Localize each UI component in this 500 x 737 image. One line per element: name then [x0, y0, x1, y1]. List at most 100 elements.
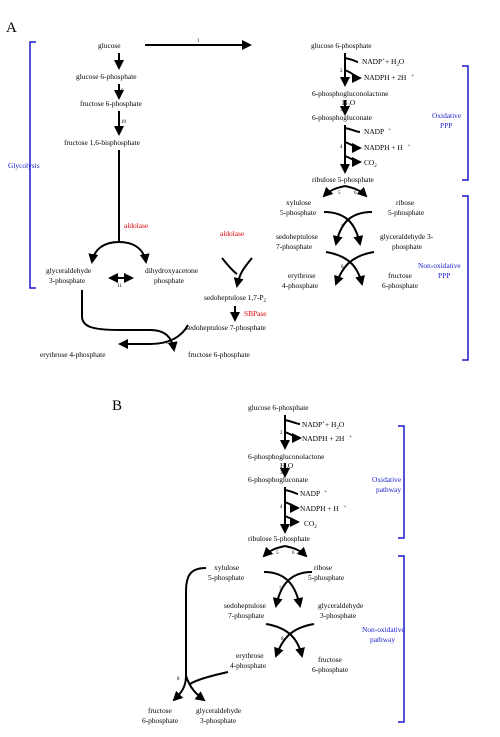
- a-line-aldolase-left: [221, 257, 238, 275]
- b-curve-5: [284, 515, 300, 527]
- b-curve-4: [284, 501, 300, 513]
- a-ppp-step-5: 5: [338, 191, 341, 196]
- a-ppp-s7p: sedoheptulose 7-phosphate: [276, 232, 320, 251]
- b-nadp2: NADP+: [300, 489, 327, 498]
- b-oxidative-bracket: [398, 425, 405, 539]
- b-arrow-to-gap-out: [185, 675, 206, 702]
- a-sbp: sedoheptulose 1,7-P2: [204, 293, 267, 304]
- a-ppp-f6p: fructose 6-phosphate: [382, 271, 419, 290]
- b-step-5: 5: [276, 551, 279, 556]
- a-step-10: 10: [121, 120, 127, 125]
- b-step-8: 8: [281, 637, 284, 642]
- b-gap-out: glyceraldehyde 3-phosphate: [196, 706, 243, 725]
- a-ppp-arrow-ru5p-xu5p: [322, 185, 346, 198]
- a-glucose: glucose: [98, 41, 121, 50]
- a-ppp-arrow-ru5p-r5p: [344, 185, 368, 198]
- a-ppp-r5p: ribose 5-phosphate: [388, 198, 425, 217]
- b-step-2: 2: [280, 431, 283, 436]
- a-nonoxidative-bracket: [462, 195, 469, 361]
- a-ppp-g6p: glucose 6-phosphate: [311, 41, 372, 50]
- a-ppp-curve-5: [344, 155, 362, 167]
- glycolysis-label: Glycolysis: [8, 161, 40, 170]
- b-curve-3: [284, 489, 299, 495]
- a-ppp-nadp1: NADP++ H2O: [362, 57, 405, 68]
- b-curve-1: [284, 419, 301, 425]
- b-pgl: 6-phosphogluconolactone: [248, 452, 325, 461]
- a-ppp-nadp2: NADP+: [364, 127, 391, 136]
- a-ppp-curve-2: [344, 69, 362, 83]
- a-f6p: fructose 6-phosphate: [80, 99, 142, 108]
- b-line-xu5p-left: [172, 567, 207, 702]
- b-xu5p: xylulose 5-phosphate: [208, 563, 245, 582]
- a-step-8-bottom: 8: [166, 341, 169, 346]
- a-ppp-nadph1: NADPH + 2H+: [364, 73, 414, 82]
- a-oxidative-label: Oxidative PPP: [432, 111, 463, 130]
- b-step-6: 6: [292, 551, 295, 556]
- a-ppp-co2: CO2: [364, 158, 377, 169]
- a-step-9: 9: [121, 89, 124, 94]
- b-tk1-b: [272, 571, 313, 608]
- a-ppp-pg: 6-phosphogluconate: [312, 113, 373, 122]
- a-arrow-to-dhap: [118, 241, 150, 264]
- b-r5p: ribose 5-phosphate: [308, 563, 345, 582]
- a-dhap: dihydroxyacetone phosphate: [145, 266, 200, 285]
- a-ppp-ta-a: [325, 251, 365, 286]
- b-nadph2: NADPH + H+: [300, 504, 347, 513]
- a-arrow-tk-left: [118, 324, 189, 349]
- a-g6p: glucose 6-phosphate: [76, 72, 137, 81]
- b-gap: glyceraldehyde 3-phosphate: [318, 601, 365, 620]
- b-tk1-a: [263, 571, 304, 608]
- b-step-7: 7: [279, 587, 282, 592]
- a-aldolase-2: aldolase: [220, 229, 245, 238]
- b-nadp1: NADP++ H2O: [302, 420, 345, 431]
- b-step-4: 4: [280, 505, 283, 510]
- b-nonoxidative-label: Non-oxidative pathway: [362, 625, 407, 644]
- b-ta-a: [265, 623, 305, 658]
- b-co2: CO2: [304, 519, 317, 530]
- b-nadph1: NADPH + 2H+: [302, 434, 352, 443]
- a-ppp-step-2: 2: [340, 69, 343, 74]
- a-s7p: sedoheptulose 7-phosphate: [186, 323, 267, 332]
- panel-label-b: B: [112, 398, 122, 414]
- b-line-e4p-to-tk2: [189, 671, 229, 685]
- a-ppp-ta-b: [334, 251, 375, 286]
- b-ru5p: ribulose 5-phosphate: [248, 534, 311, 543]
- b-step-8-bottom: 8: [177, 677, 180, 682]
- b-curve-2: [284, 431, 302, 443]
- a-f16bp: fructose 1,6-bisphosphate: [64, 138, 141, 147]
- b-ta-b: [274, 623, 315, 658]
- a-aldolase-1: aldolase: [124, 221, 149, 230]
- a-nonoxidative-label: Non-oxidative PPP: [418, 261, 463, 280]
- a-ppp-curve-4: [344, 141, 362, 153]
- a-e4p: erythrose 4-phosphate: [40, 350, 106, 359]
- a-ppp-curve-3: [344, 127, 361, 133]
- panel-label-a: A: [6, 20, 17, 36]
- b-f6p-out: fructose 6-phosphate: [142, 706, 179, 725]
- a-ppp-tk1-a: [323, 211, 364, 246]
- a-ppp-tk1-b: [332, 211, 373, 246]
- a-ppp-xu5p: xylulose 5-phosphate: [280, 198, 317, 217]
- a-ppp-e4p: erythrose 4-phosphate: [282, 271, 319, 290]
- a-step-11: 11: [117, 284, 122, 289]
- a-line-gap-to-tk: [81, 290, 150, 331]
- a-ppp-step-8: 8: [341, 265, 344, 270]
- b-nonoxidative-bracket: [398, 555, 405, 723]
- a-f6p-bottom: fructose 6-phosphate: [188, 350, 250, 359]
- a-sbpase: SBPase: [244, 309, 267, 318]
- b-g6p: glucose 6-phosphate: [248, 403, 309, 412]
- b-arrow-ru5p-xu5p: [262, 545, 286, 558]
- b-oxidative-label: Oxidative pathway: [372, 475, 403, 494]
- a-gap: glyceraldehyde 3-phosphate: [46, 266, 93, 285]
- a-ppp-step-6: 6: [354, 191, 357, 196]
- a-arrow-to-gap: [88, 241, 120, 264]
- glycolysis-bracket: [29, 41, 36, 289]
- a-step-1: 1: [197, 39, 200, 44]
- a-arrow-tk-right: [149, 329, 178, 352]
- a-ppp-curve-1: [344, 57, 359, 63]
- a-ppp-step-7: 7: [341, 225, 344, 230]
- a-ppp-step-4: 4: [340, 145, 343, 150]
- b-s7p: sedoheptulose 7-phosphate: [224, 601, 268, 620]
- a-ppp-gap: glyceraldehyde 3- phosphate: [380, 232, 435, 251]
- a-arrow-aldolase-sbp: [233, 257, 253, 288]
